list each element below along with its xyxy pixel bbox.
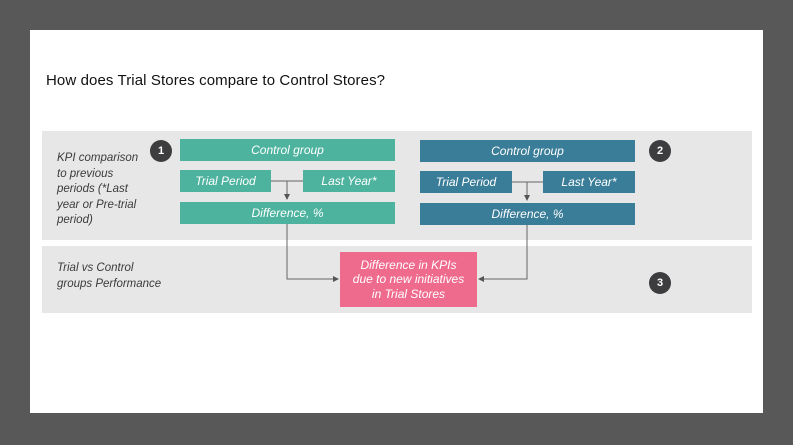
kpi-difference-result-box: Difference in KPIs due to new initiative… (340, 252, 477, 307)
trial-period-box-right: Trial Period (420, 171, 512, 193)
difference-box-right: Difference, % (420, 203, 635, 225)
kpi-comparison-label: KPI comparison to previous periods (*Las… (57, 151, 167, 229)
kpi-label-line: year or Pre-trial (57, 198, 137, 211)
kpi-label-line: to previous (57, 167, 114, 180)
performance-label-line: Trial vs Control (57, 262, 134, 274)
kpi-label-line: periods (*Last (57, 183, 128, 195)
step-badge-1: 1 (150, 140, 172, 162)
slide: How does Trial Stores compare to Control… (30, 30, 763, 413)
result-line: due to new initiatives (352, 272, 465, 287)
control-group-box-right: Control group (420, 140, 635, 162)
performance-label: Trial vs Control groups Performance (57, 261, 197, 292)
connector-arrows (271, 180, 543, 282)
kpi-label-line: KPI comparison (57, 152, 139, 164)
last-year-box-right: Last Year* (543, 171, 635, 193)
result-line: Difference in KPIs (360, 257, 457, 272)
performance-label-line: groups Performance (57, 277, 162, 290)
difference-box-left: Difference, % (180, 202, 395, 224)
kpi-label-line: period) (57, 214, 93, 226)
step-badge-2: 2 (649, 140, 671, 162)
slide-title: How does Trial Stores compare to Control… (46, 72, 386, 89)
control-group-box-left: Control group (180, 139, 395, 161)
last-year-box-left: Last Year* (303, 170, 395, 192)
trial-period-box-left: Trial Period (180, 170, 271, 192)
step-badge-3: 3 (649, 272, 671, 294)
result-line: in Trial Stores (371, 286, 446, 301)
